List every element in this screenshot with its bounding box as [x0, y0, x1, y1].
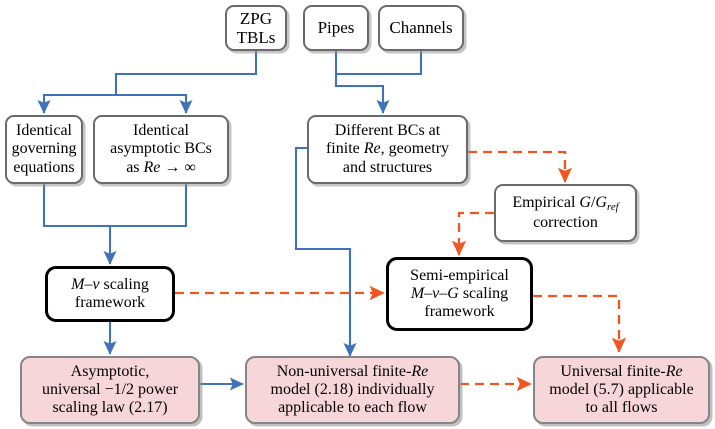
emp-line2: correction	[533, 213, 598, 231]
node-mv-framework[interactable]: M–v scaling framework	[45, 266, 175, 322]
bcs-line2: finite Re, geometry	[325, 140, 450, 158]
edge-bcs-to-empirical	[468, 150, 573, 183]
nonuni-line2: model (2.18) individually	[270, 380, 435, 398]
edge-left-merge	[42, 184, 117, 265]
law-line3: scaling law (2.17)	[52, 399, 168, 417]
bcs-line1: Different BCs at	[334, 122, 441, 140]
channels-label: Channels	[389, 18, 453, 38]
node-pipes[interactable]: Pipes	[303, 5, 369, 51]
mv-line2: framework	[74, 294, 146, 311]
edge-zpg-bus	[37, 50, 258, 114]
bcs-re-symbol: Re	[363, 140, 381, 158]
emp-gref-symbol: G	[595, 194, 607, 212]
semi-line2: M–v–G scaling	[410, 284, 509, 302]
zpg-line2: TBLs	[236, 28, 276, 47]
edge-zpg-bus-right	[116, 93, 193, 114]
asym-line2: asymptotic BCs	[110, 140, 212, 158]
semi-line1: Semi-empirical	[410, 266, 509, 284]
edge-semi-to-universal	[533, 294, 627, 353]
edge-empirical-to-semi	[451, 211, 494, 256]
node-universal-model[interactable]: Universal finite-Re model (5.7) applicab…	[533, 356, 710, 424]
uni-re-symbol: Re	[665, 362, 683, 380]
mvg-symbol: M–v–G	[410, 284, 459, 302]
emp-g-symbol: G	[579, 194, 591, 212]
mv-symbol: M–v	[71, 275, 100, 293]
asym-line1: Identical	[133, 122, 189, 140]
edge-channels	[336, 50, 423, 76]
law-line2: universal −1/2 power	[41, 380, 179, 398]
node-semi-empirical-framework[interactable]: Semi-empirical M–v–G scaling framework	[386, 257, 533, 331]
gov-line3: equations	[13, 158, 75, 176]
nonuni-line1: Non-universal finite-Re	[276, 362, 429, 380]
asym-re-symbol: Re	[143, 158, 161, 176]
node-zpg-tbls[interactable]: ZPG TBLs	[225, 5, 287, 51]
node-channels[interactable]: Channels	[378, 5, 464, 51]
nonuni-line3: applicable to each flow	[278, 399, 427, 417]
asym-line3: as Re → ∞	[126, 158, 196, 176]
node-identical-governing[interactable]: Identical governing equations	[5, 115, 83, 184]
node-different-bcs[interactable]: Different BCs at finite Re, geometry and…	[307, 115, 468, 184]
edge-pipes	[334, 50, 390, 114]
law-line1: Asymptotic,	[70, 362, 150, 380]
uni-line1: Universal finite-Re	[560, 362, 683, 380]
semi-line3: framework	[424, 303, 495, 321]
node-asymptotic-law[interactable]: Asymptotic, universal −1/2 power scaling…	[20, 356, 200, 424]
zpg-line1: ZPG	[239, 8, 273, 28]
pipes-label: Pipes	[317, 18, 355, 38]
uni-line2: model (5.7) applicable	[549, 380, 694, 398]
mv-line1: M–v scaling	[71, 275, 149, 293]
emp-ref-subscript: ref	[606, 201, 619, 214]
emp-line1: Empirical G/Gref	[512, 194, 619, 214]
gov-line1: Identical	[16, 122, 72, 140]
node-identical-asymptotic[interactable]: Identical asymptotic BCs as Re → ∞	[93, 115, 229, 184]
node-empirical-correction[interactable]: Empirical G/Gref correction	[494, 184, 637, 242]
gov-line2: governing	[11, 140, 77, 158]
nonuni-re-symbol: Re	[411, 362, 429, 380]
edge-left-merge-2	[110, 184, 188, 228]
uni-line3: to all flows	[585, 399, 658, 417]
node-nonuniversal-model[interactable]: Non-universal finite-Re model (2.18) ind…	[245, 356, 460, 424]
bcs-line3: and structures	[342, 158, 433, 176]
